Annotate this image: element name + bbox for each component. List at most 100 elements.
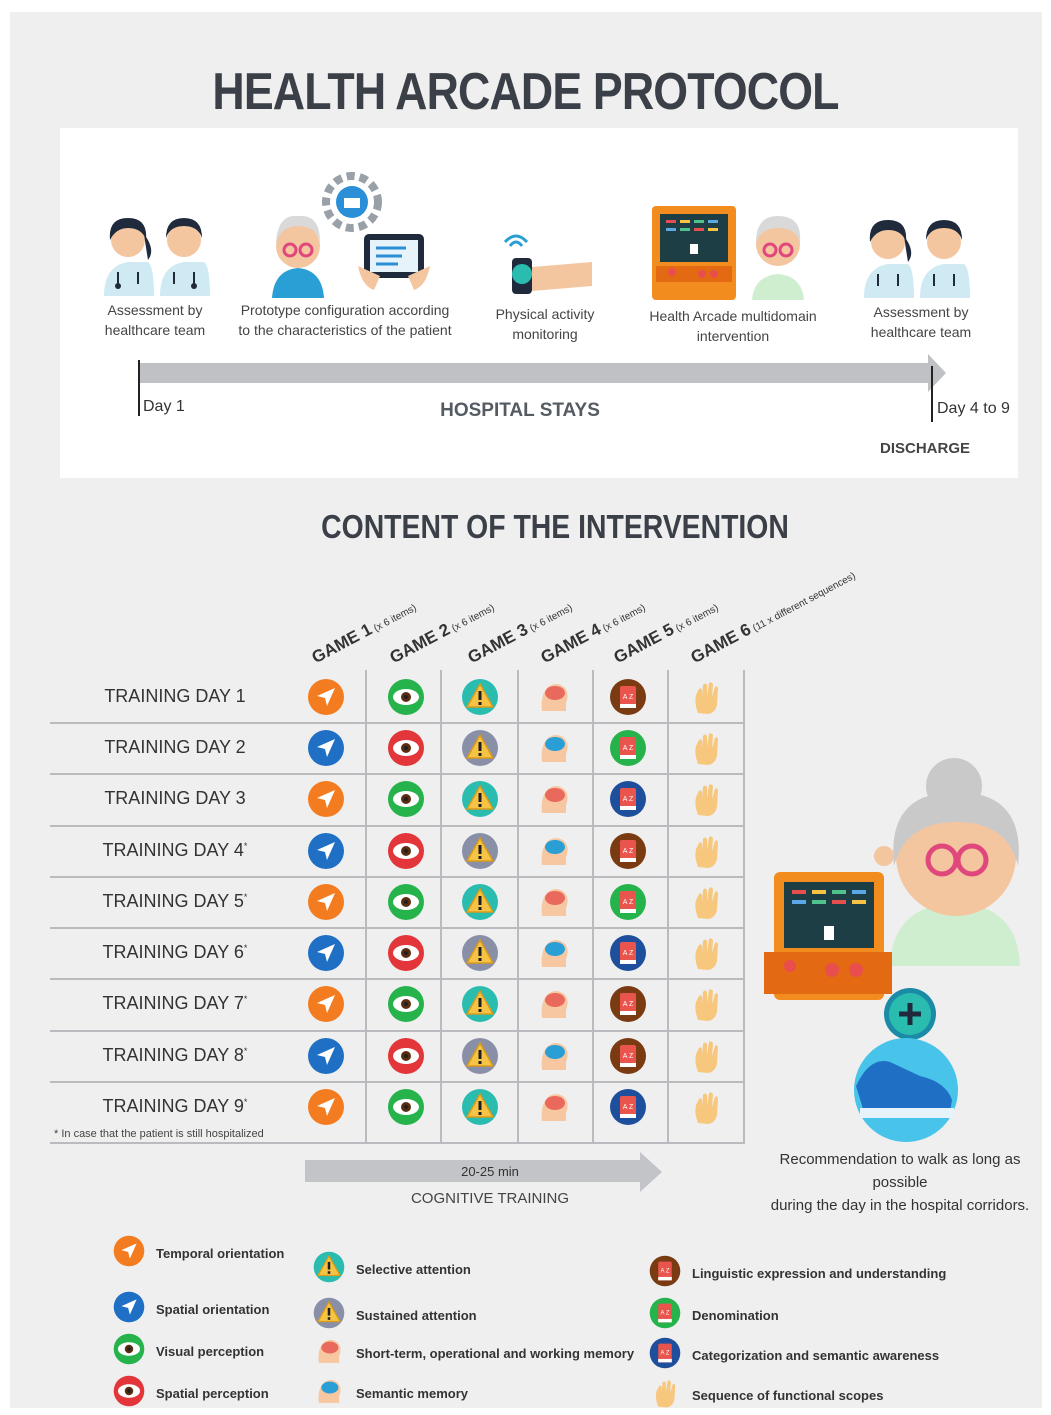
short-term-icon (534, 779, 574, 819)
svg-text:A Z: A Z (623, 694, 634, 701)
training-day-label: TRAINING DAY 1 (50, 686, 300, 707)
sequence-icon (686, 728, 726, 768)
timeline-end-tick (931, 366, 933, 422)
semantic-icon (534, 933, 574, 973)
training-day-label: TRAINING DAY 9* (50, 1096, 300, 1117)
visual-icon (386, 677, 426, 717)
legend-label: Short-term, operational and working memo… (356, 1346, 635, 1361)
visual-icon (112, 1332, 146, 1371)
spatial-orient-icon (306, 933, 346, 973)
training-day-label: TRAINING DAY 5* (50, 891, 300, 912)
timeline-step-assessment-end: Assessment by healthcare team (846, 302, 996, 342)
spatial-perc-icon (386, 831, 426, 871)
legend-item-visual: Visual perception (112, 1332, 264, 1371)
grid-row-divider (50, 773, 743, 775)
legend-item-short-term: Short-term, operational and working memo… (312, 1334, 634, 1373)
semantic-icon (534, 728, 574, 768)
temporal-icon (306, 1087, 346, 1127)
linguistic-icon: A Z (608, 1036, 648, 1076)
cognitive-arrow-head (640, 1152, 662, 1192)
timeline-step-assessment-start: Assessment by healthcare team (80, 300, 230, 340)
timeline-start-tick (138, 360, 140, 416)
linguistic-icon: A Z (608, 831, 648, 871)
page-title: HEALTH ARCADE PROTOCOL (212, 63, 839, 121)
selective-icon (460, 779, 500, 819)
selective-icon (460, 677, 500, 717)
training-day-label: TRAINING DAY 8* (50, 1045, 300, 1066)
training-day-label: TRAINING DAY 6* (50, 942, 300, 963)
grid-column-divider (743, 670, 745, 1144)
training-day-text: TRAINING DAY 9 (102, 1096, 244, 1116)
spatial-orient-icon (306, 1036, 346, 1076)
svg-text:A Z: A Z (623, 796, 634, 803)
timeline-panel (60, 128, 1018, 478)
timeline-step-caption: Assessment by healthcare team (104, 302, 206, 338)
semantic-icon (534, 831, 574, 871)
timeline-step-caption: Physical activity monitoring (495, 306, 595, 342)
sequence-icon (686, 779, 726, 819)
training-day-mark: * (243, 841, 248, 851)
arcade-machine-icon (652, 206, 804, 300)
spatial-perc-icon (112, 1374, 146, 1413)
grid-column-divider (517, 670, 519, 1144)
grid-row-divider (50, 876, 743, 878)
content-section-title: CONTENT OF THE INTERVENTION (321, 508, 789, 545)
grid-column-divider (592, 670, 594, 1144)
patient-arcade-illustration (764, 758, 1020, 1142)
footnote: * In case that the patient is still hosp… (54, 1128, 264, 1140)
linguistic-icon: A Z (608, 984, 648, 1024)
grid-bottom-line (50, 1142, 743, 1144)
training-day-text: TRAINING DAY 5 (102, 891, 244, 911)
visual-icon (386, 1087, 426, 1127)
training-day-label: TRAINING DAY 2 (50, 737, 300, 758)
training-day-label: TRAINING DAY 7* (50, 993, 300, 1014)
categorization-icon: A Z (608, 933, 648, 973)
svg-text:A Z: A Z (623, 1053, 634, 1060)
training-day-text: TRAINING DAY 7 (102, 993, 244, 1013)
recommendation-text: Recommendation to walk as long as possib… (770, 1151, 1030, 1214)
training-day-label: TRAINING DAY 4* (50, 840, 300, 861)
svg-text:A Z: A Z (623, 1104, 634, 1111)
timeline-end-label: Day 4 to 9 (937, 400, 1010, 417)
spatial-orient-icon (306, 831, 346, 871)
legend-item-spatial-perc: Spatial perception (112, 1374, 269, 1413)
training-day-mark: * (243, 892, 248, 902)
spatial-perc-icon (386, 728, 426, 768)
timeline-step-caption: Health Arcade multidomain intervention (649, 308, 817, 344)
grid-column-divider (440, 670, 442, 1144)
denomination-icon: A Z (608, 882, 648, 922)
legend-label: Visual perception (156, 1344, 265, 1359)
training-day-text: TRAINING DAY 4 (102, 840, 244, 860)
configuration-icon (272, 172, 430, 298)
spatial-perc-icon (386, 933, 426, 973)
linguistic-icon: A Z (608, 677, 648, 717)
spatial-perc-icon (386, 1036, 426, 1076)
grid-row-divider (50, 978, 743, 980)
legend-item-spatial-orient: Spatial orientation (112, 1290, 269, 1329)
short-term-icon (534, 677, 574, 717)
grid-row-divider (50, 927, 743, 929)
sustained-icon (460, 933, 500, 973)
svg-text:A Z: A Z (661, 1351, 670, 1357)
legend-label: Categorization and semantic awareness (692, 1348, 940, 1363)
sequence-icon (686, 984, 726, 1024)
legend-label: Temporal orientation (156, 1246, 285, 1261)
temporal-icon (306, 779, 346, 819)
temporal-icon (112, 1234, 146, 1273)
legend-label: Sustained attention (356, 1308, 477, 1323)
doctors-icon (104, 218, 210, 296)
short-term-icon (534, 882, 574, 922)
categorization-icon: A Z (648, 1336, 682, 1375)
linguistic-icon: A Z (648, 1254, 682, 1293)
sequence-icon (686, 831, 726, 871)
grid-row-divider (50, 1081, 743, 1083)
svg-text:A Z: A Z (661, 1269, 670, 1275)
temporal-icon (306, 882, 346, 922)
svg-text:A Z: A Z (623, 745, 634, 752)
categorization-icon: A Z (608, 1087, 648, 1127)
legend-item-categorization: A Z Categorization and semantic awareness (648, 1336, 939, 1375)
visual-icon (386, 779, 426, 819)
timeline-start-label: Day 1 (143, 398, 185, 415)
